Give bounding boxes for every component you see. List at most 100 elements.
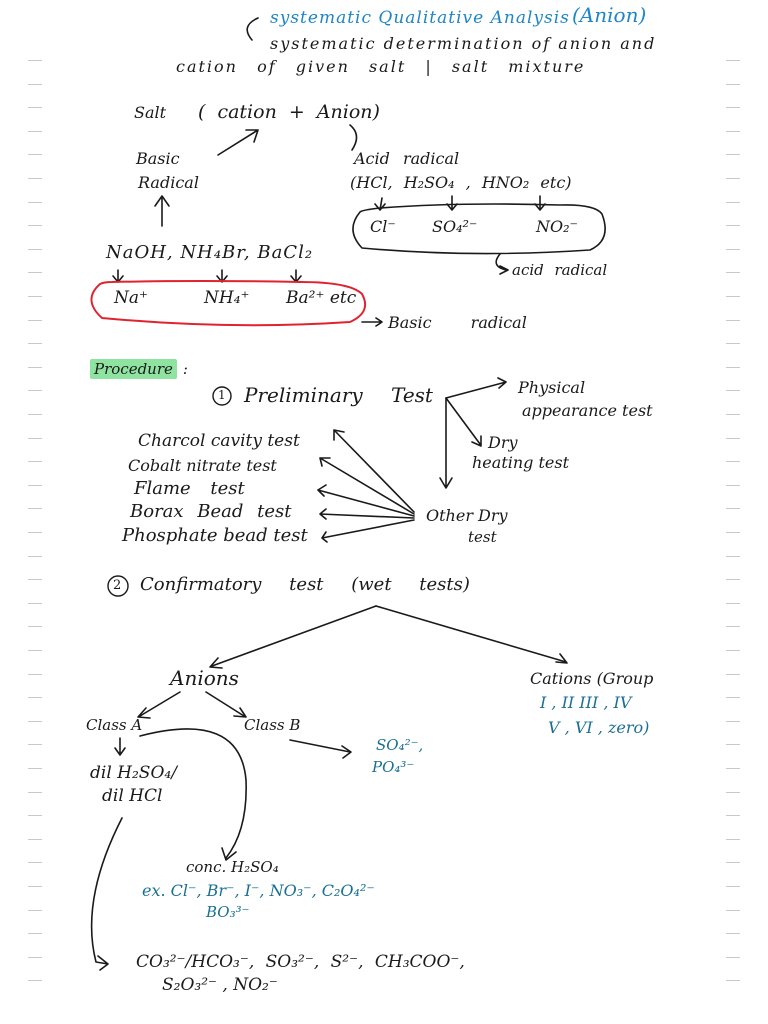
margin-rule: [28, 367, 42, 368]
test-flame: Flame test: [134, 478, 245, 499]
margin-rule: [726, 697, 740, 698]
conc-examples-2: BO₃³⁻: [206, 903, 250, 921]
margin-rule: [726, 626, 740, 627]
confirmatory-number: 2: [113, 578, 122, 593]
circle-two: [107, 575, 129, 597]
acid-examples: (HCl, H₂SO₄ , HNO₂ etc): [350, 173, 572, 192]
margin-rule: [28, 414, 42, 415]
margin-rule: [726, 721, 740, 722]
curve-to-dil-ions: [90, 817, 123, 971]
margin-rule: [726, 933, 740, 934]
basic-radical-label: Basic radical: [388, 313, 527, 332]
confirmatory-title: Confirmatory test (wet tests): [140, 574, 470, 595]
margin-rule: [726, 674, 740, 675]
basic-radical-heading-2: Radical: [138, 173, 199, 192]
margin-rule: [726, 815, 740, 816]
branch-cations: [375, 605, 568, 664]
margin-rule: [28, 862, 42, 863]
margin-rule: [726, 768, 740, 769]
acid-radical-heading: Acid radical: [354, 149, 460, 168]
arrow-acid-2: [446, 195, 458, 211]
branch-class-a: [137, 691, 181, 719]
margin-rule: [726, 886, 740, 887]
margin-rule: [28, 461, 42, 462]
conc-acid: conc. H₂SO₄: [186, 858, 279, 876]
margin-rule: [726, 556, 740, 557]
margin-rule: [28, 107, 42, 108]
margin-rule: [28, 485, 42, 486]
margin-rule: [726, 603, 740, 604]
procedure-highlight: Procedure: [90, 359, 177, 379]
dry-label-2: heating test: [472, 453, 570, 472]
arrow-physical: [445, 377, 507, 399]
base-ion-barium: Ba²⁺ etc: [286, 288, 357, 308]
physical-label: Physical: [518, 378, 586, 397]
procedure-colon: :: [182, 360, 188, 378]
margin-rule: [726, 249, 740, 250]
margin-rule: [28, 320, 42, 321]
margin-rule: [726, 650, 740, 651]
margin-rule: [28, 296, 42, 297]
margin-rule: [28, 839, 42, 840]
margin-rule: [726, 579, 740, 580]
arrow-class-a-down: [114, 737, 126, 756]
other-label: Other Dry: [426, 506, 508, 525]
margin-rule: [726, 343, 740, 344]
title-line-2: cation of given salt | salt mixture: [176, 57, 586, 76]
margin-rule: [28, 272, 42, 273]
arrow-test-3: [317, 484, 415, 517]
margin-rule: [726, 60, 740, 61]
margin-rule: [28, 390, 42, 391]
margin-rule: [28, 532, 42, 533]
conc-examples: ex. Cl⁻, Br⁻, I⁻, NO₃⁻, C₂O₄²⁻: [142, 881, 375, 900]
margin-rule: [726, 744, 740, 745]
margin-rule: [28, 178, 42, 179]
dil-acid-2: dil HCl: [102, 786, 163, 806]
curve-to-conc: [139, 728, 247, 861]
arrow-to-acid-label: [495, 253, 509, 275]
margin-rule: [726, 84, 740, 85]
margin-rule: [726, 485, 740, 486]
procedure-label: Procedure:: [90, 359, 188, 379]
margin-rule: [28, 343, 42, 344]
arrow-up-to-basic: [154, 195, 170, 227]
margin-rule: [726, 862, 740, 863]
margin-rule: [726, 792, 740, 793]
arrow-to-basic-label: [361, 317, 383, 327]
dry-label: Dry: [488, 433, 518, 452]
arrow-acid-3: [534, 195, 546, 211]
circle-one: [212, 386, 232, 406]
title-hook: [246, 17, 259, 41]
margin-rule: [28, 980, 42, 981]
margin-rule: [726, 839, 740, 840]
margin-rule: [28, 556, 42, 557]
arrow-test-4: [319, 508, 415, 520]
dil-acid-ions-2: S₂O₃²⁻ , NO₂⁻: [162, 975, 278, 995]
margin-rule: [28, 957, 42, 958]
base-ion-ammonium: NH₄⁺: [204, 288, 250, 308]
margin-rule: [726, 910, 740, 911]
margin-rule: [726, 438, 740, 439]
margin-rule: [28, 650, 42, 651]
base-ion-sodium: Na⁺: [114, 288, 148, 308]
margin-rule: [726, 320, 740, 321]
acid-ion-nitrite: NO₂⁻: [536, 217, 578, 236]
margin-rule: [726, 131, 740, 132]
margin-rule: [726, 107, 740, 108]
margin-rule: [28, 603, 42, 604]
margin-rule: [28, 249, 42, 250]
preliminary-number: 1: [218, 388, 226, 402]
margin-rule: [726, 367, 740, 368]
arrow-cation-to-basic: [217, 129, 259, 156]
branch-class-b: [205, 691, 247, 718]
margin-rule: [726, 225, 740, 226]
arrow-dry: [445, 397, 482, 447]
margin-rule: [28, 579, 42, 580]
test-borax: Borax Bead test: [130, 501, 292, 522]
margin-rule: [28, 697, 42, 698]
margin-rule: [726, 980, 740, 981]
margin-rule: [28, 674, 42, 675]
margin-rule: [28, 508, 42, 509]
anions-heading: Anions: [170, 666, 239, 690]
